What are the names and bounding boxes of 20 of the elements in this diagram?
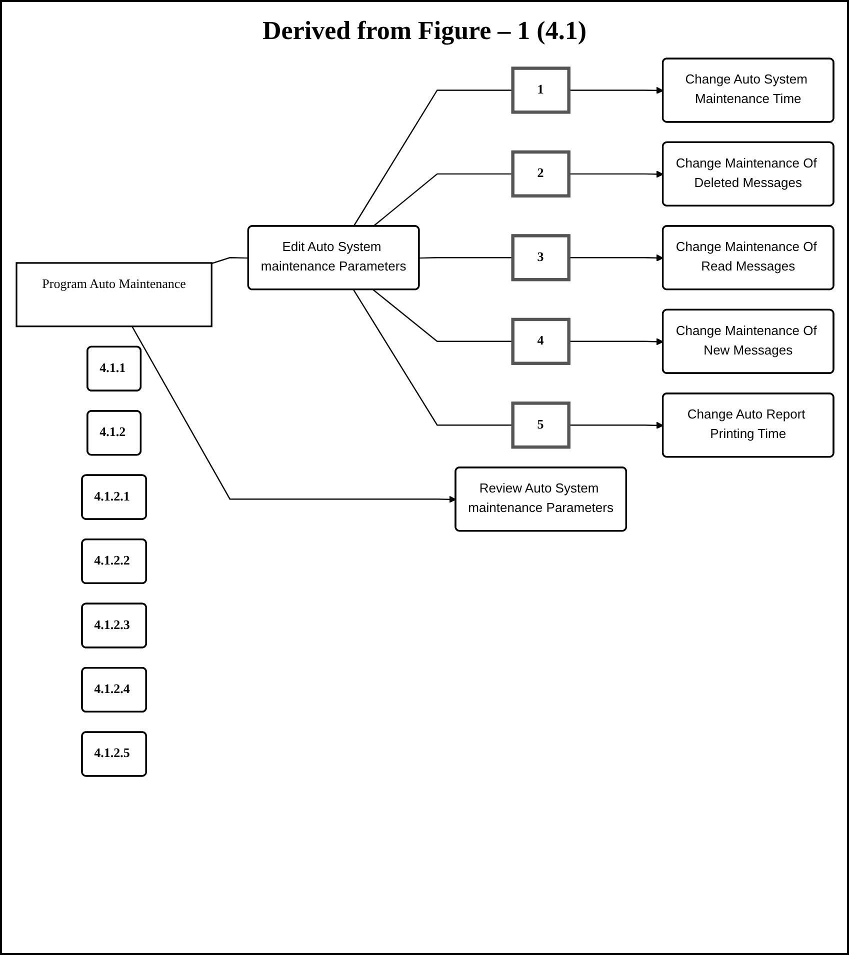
connector (372, 173, 512, 227)
node-box (510, 66, 570, 114)
connector (352, 289, 512, 426)
arrow (568, 254, 663, 262)
flowchart: Program Auto Maintenance 4.1.1 Edit Auto System maintenance Parameters 4.1.2 1 Change Auto System Maintenance Time 4.1.2.1 2 Change Maintenance Of Deleted Messages 4.1.2.2 3 Change Maintenance Of Read Messages 4.1.2.3 4 Change Maintenance Of New Messages 4.1.2.4 5 Change Auto Report Printing Time 4.1.2.5 Review Auto System maintenance Parameters (10, 52, 840, 782)
node-box (510, 150, 570, 198)
connector (418, 257, 512, 259)
arrow (568, 170, 663, 178)
diagram-title: Derived from Figure – 1 (4.1) (262, 16, 586, 46)
connector (372, 289, 512, 342)
arrow (130, 326, 456, 503)
node-box (510, 318, 570, 365)
connector (210, 257, 248, 264)
connector (352, 90, 512, 227)
arrow (568, 86, 663, 94)
node-box (510, 402, 570, 449)
arrow (568, 422, 663, 429)
node-box (15, 262, 212, 328)
arrow (568, 338, 663, 346)
node-box (510, 234, 570, 282)
